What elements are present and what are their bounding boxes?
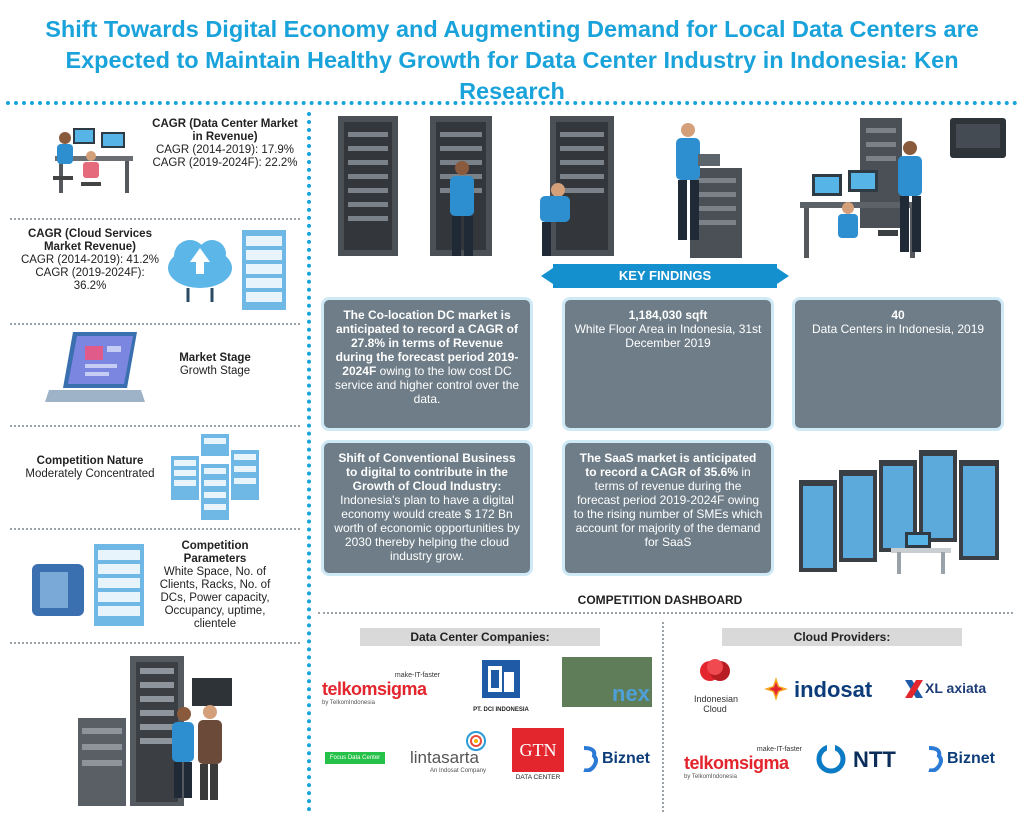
finding-card-colocation: The Co-location DC market is anticipated… xyxy=(324,300,530,428)
indonesian-cloud-icon xyxy=(700,659,730,681)
key-findings-banner: KEY FINDINGS xyxy=(541,264,789,288)
cagr-dc-line2: CAGR (2019-2024F): 22.2% xyxy=(152,157,298,169)
ntt-ring-icon xyxy=(816,743,846,774)
indonesian-cloud-logo: Indonesian Cloud xyxy=(685,657,745,714)
market-stage-block: Market Stage Growth Stage xyxy=(160,352,270,378)
dc-companies-label: Data Center Companies: xyxy=(360,628,600,646)
indosat-wordmark: indosat xyxy=(794,677,873,702)
cagr-dc-line1: CAGR (2014-2019): 17.9% xyxy=(155,144,295,156)
left-separator-2 xyxy=(10,323,300,325)
server-stack-illustration xyxy=(171,434,259,520)
telkomsigma-wordmark: telkomsigma xyxy=(322,679,427,699)
device-server-illustration xyxy=(32,544,144,626)
cagr-cloud-title: CAGR (Cloud Services Market Revenue) xyxy=(28,228,152,253)
finding-cloud-shift-text: Indonesia's plan to have a digital econo… xyxy=(334,493,520,563)
market-stage-value: Growth Stage xyxy=(179,365,251,377)
left-separator-4 xyxy=(10,528,300,530)
telkomsigma-cloud-wordmark: telkomsigma xyxy=(684,753,789,773)
telkomsigma-cloud-tagline: make-IT-faster xyxy=(756,746,802,753)
competition-nature-title: Competition Nature xyxy=(36,455,144,467)
finding-colocation-bold: The Co-location DC market is anticipated… xyxy=(335,308,519,378)
market-stage-title: Market Stage xyxy=(179,352,251,364)
column-divider xyxy=(307,112,311,812)
xl-wordmark: XL axiata xyxy=(925,680,987,696)
technicians-at-server-illustration xyxy=(78,656,232,806)
focus-data-center-logo: Focus Data Center xyxy=(325,752,385,764)
cloud-server-illustration xyxy=(168,230,286,310)
competition-dashboard-title: COMPETITION DASHBOARD xyxy=(577,593,743,607)
finding-colocation-text: owing to the low cost DC service and hig… xyxy=(334,364,520,406)
competition-parameters-value: White Space, No. of Clients, Racks, No. … xyxy=(159,566,271,630)
focus-name: Focus Data Center xyxy=(329,755,381,761)
competition-nature-block: Competition Nature Moderately Concentrat… xyxy=(20,455,160,481)
finding-saas-bold: The SaaS market is anticipated to record… xyxy=(579,451,757,479)
nex-logo: nex xyxy=(562,657,652,707)
finding-data-centers-bold: 40 xyxy=(891,308,905,322)
server-racks-workstation-illustration xyxy=(799,450,999,574)
cloud-providers-label: Cloud Providers: xyxy=(722,628,962,646)
finding-data-centers-text: Data Centers in Indonesia, 2019 xyxy=(811,322,985,336)
gtn-sub: DATA CENTER xyxy=(515,774,561,781)
finding-card-saas: The SaaS market is anticipated to record… xyxy=(565,443,771,573)
biznet-wordmark-cloud: Biznet xyxy=(947,750,995,767)
dci-mark-icon xyxy=(482,660,520,698)
competition-nature-value: Moderately Concentrated xyxy=(25,468,155,480)
gtn-badge: GTN xyxy=(512,728,564,772)
cagr-cloud-block: CAGR (Cloud Services Market Revenue) CAG… xyxy=(20,228,160,293)
left-separator-1 xyxy=(10,218,300,220)
indosat-star-icon xyxy=(764,677,788,701)
datacenter-technicians-illustration xyxy=(338,116,742,258)
page-title: Shift Towards Digital Economy and Augmen… xyxy=(45,16,979,104)
biznet-cloud-b-icon xyxy=(928,746,943,772)
dashboard-divider xyxy=(662,622,664,812)
lintasarta-sub: An Indosat Company xyxy=(430,768,487,774)
ntt-wordmark: NTT xyxy=(853,747,896,772)
telkomsigma-sub: by TelkomIndonesia xyxy=(322,700,375,706)
xl-x-icon xyxy=(905,680,923,698)
telkomsigma-cloud-sub: by TelkomIndonesia xyxy=(684,774,737,780)
competition-parameters-block: Competition Parameters White Space, No. … xyxy=(150,540,280,631)
indonesian-cloud-name: Indonesian Cloud xyxy=(694,694,739,714)
nex-wordmark: nex xyxy=(612,681,650,706)
lintasarta-swirl-icon xyxy=(466,731,486,751)
biznet-b-icon xyxy=(583,746,598,772)
dci-indonesia-logo: PT. DCI INDONESIA xyxy=(472,656,530,713)
people-at-computers-illustration xyxy=(53,128,133,193)
finding-cloud-shift-bold: Shift of Conventional Business to digita… xyxy=(338,451,516,493)
cagr-cloud-line1: CAGR (2014-2019): 41.2% xyxy=(20,254,160,266)
dci-name: PT. DCI INDONESIA xyxy=(473,707,529,713)
telkomsigma-tagline: make-IT-faster xyxy=(394,672,440,679)
laptop-illustration xyxy=(45,332,145,402)
competition-parameters-title: Competition Parameters xyxy=(181,540,249,565)
cagr-dc-block: CAGR (Data Center Market in Revenue) CAG… xyxy=(150,118,300,170)
finding-saas-text: in terms of revenue during the forecast … xyxy=(573,465,763,549)
cagr-cloud-line2: CAGR (2019-2024F): 36.2% xyxy=(35,267,145,292)
cagr-dc-title: CAGR (Data Center Market in Revenue) xyxy=(152,118,298,143)
telkomsigma-logo: make-IT-faster telkomsigma by TelkomIndo… xyxy=(322,672,440,706)
office-workers-illustration xyxy=(800,118,1006,258)
gtn-logo: GTN DATA CENTER xyxy=(512,728,564,781)
finding-card-cloud-shift: Shift of Conventional Business to digita… xyxy=(324,443,530,573)
finding-white-floor-text: White Floor Area in Indonesia, 31st Dece… xyxy=(574,322,762,350)
lintasarta-wordmark: lintasarta xyxy=(410,748,479,767)
left-separator-3 xyxy=(10,425,300,427)
header-divider xyxy=(6,101,1018,105)
biznet-wordmark-dc: Biznet xyxy=(602,750,650,767)
left-separator-5 xyxy=(10,642,300,644)
telkomsigma-cloud-logo: make-IT-faster telkomsigma by TelkomIndo… xyxy=(684,746,802,780)
dashboard-top-line xyxy=(318,612,1013,614)
finding-white-floor-bold: 1,184,030 sqft xyxy=(628,308,708,322)
